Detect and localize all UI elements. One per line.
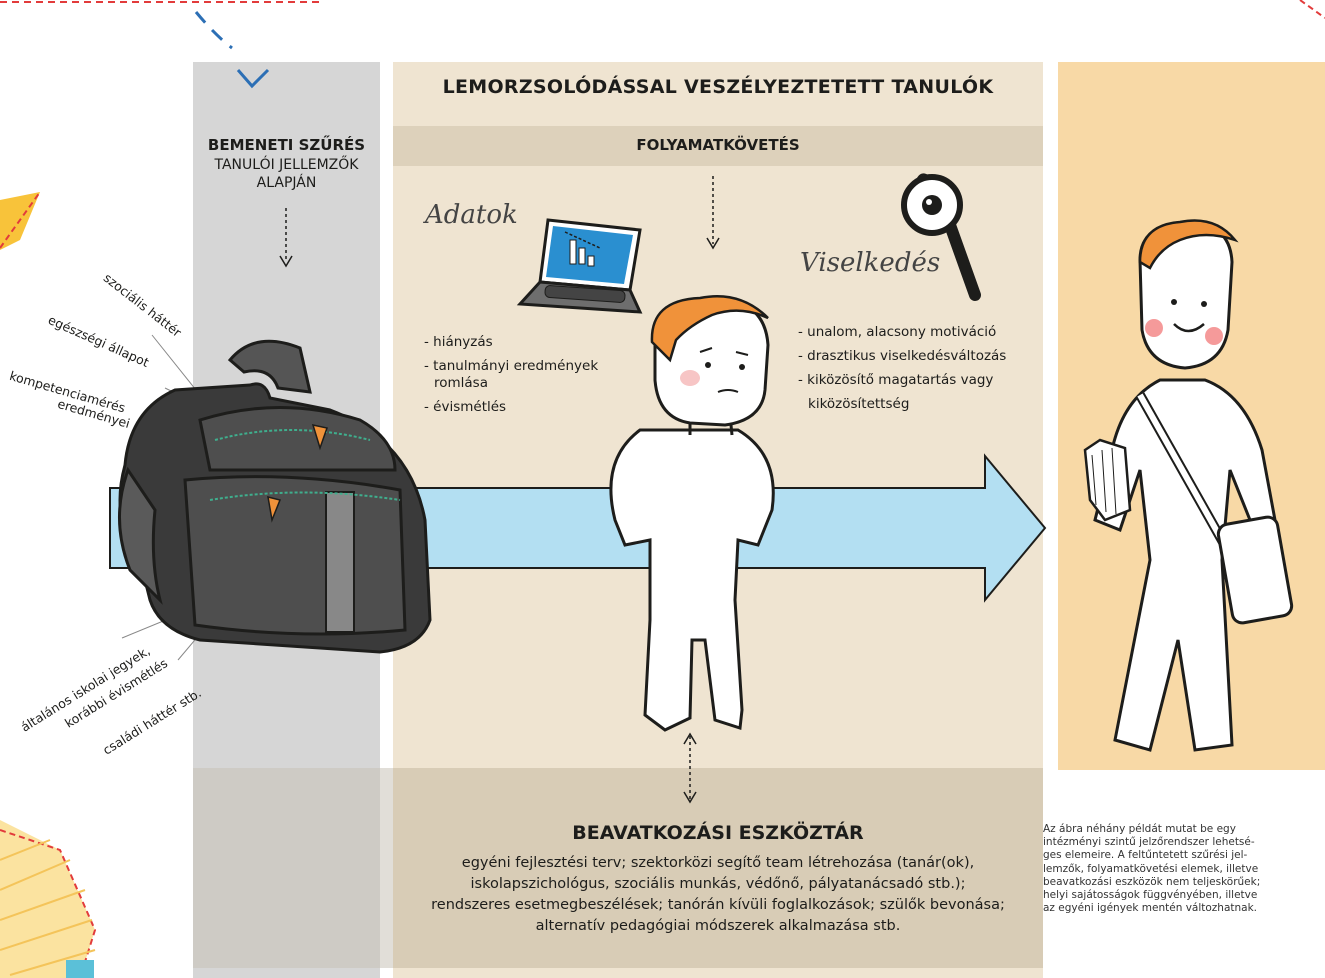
- yellow-edge-dash: [0, 191, 41, 249]
- worried-student-illustration: [609, 294, 775, 732]
- data-item: romlása: [434, 375, 488, 391]
- footnote-line: intézményi szintű jelzőrendszer lehetsé-: [1043, 836, 1255, 849]
- screening-dotted-arrow: [279, 208, 293, 268]
- intervention-line: rendszeres esetmegbeszélések; tanórán kí…: [431, 897, 1005, 913]
- yellow-hatched-shape: [0, 820, 97, 978]
- behavior-items-list: - unalom, alacsony motiváció - drasztiku…: [798, 324, 1043, 420]
- behavior-item: kiközösítettség: [808, 396, 910, 412]
- data-item: - hiányzás: [424, 334, 493, 350]
- monitoring-header-band: [393, 126, 1043, 166]
- behavior-label: Viselkedés: [800, 248, 941, 278]
- intervention-title: BEAVATKOZÁSI ESZKÖZTÁR: [572, 822, 864, 844]
- behavior-item: - unalom, alacsony motiváció: [798, 324, 997, 340]
- monitoring-title: FOLYAMATKÖVETÉS: [636, 136, 800, 154]
- happy-student-illustration: [1083, 219, 1294, 752]
- footnote-line: Az ábra néhány példát mutat be egy: [1043, 823, 1236, 835]
- laptop-icon: [516, 218, 643, 314]
- footnote-line: lemzők, folyamatkövetési elemek, illetve: [1043, 862, 1259, 875]
- screening-subtitle: TANULÓI JELLEMZŐK ALAPJÁN: [193, 156, 380, 192]
- monitoring-dotted-arrow: [706, 176, 720, 250]
- behavior-item: - drasztikus viselkedésváltozás: [798, 348, 1007, 364]
- top-right-dash: [1299, 0, 1325, 19]
- intervention-body: egyéni fejlesztési terv; szektorközi seg…: [393, 853, 1043, 937]
- intervention-band: [393, 768, 1043, 968]
- footnote-line: beavatkozási eszközök nem teljeskörűek;: [1043, 875, 1261, 888]
- data-items-list: - hiányzás - tanulmányi eredmények romlá…: [424, 334, 639, 423]
- curved-blue-arrow: [194, 11, 233, 50]
- screening-title: BEMENETI SZŰRÉS: [207, 136, 366, 154]
- data-item: - évismétlés: [424, 399, 507, 415]
- backpack-illustration: [117, 339, 432, 654]
- page-title: LEMORZSOLÓDÁSSAL VESZÉLYEZTETETT TANULÓK: [442, 76, 994, 98]
- data-label: Adatok: [425, 200, 518, 230]
- screening-subtitle-line1: TANULÓI JELLEMZŐK: [214, 157, 359, 173]
- intervention-line: iskolapszichológus, szociális munkás, vé…: [470, 876, 966, 892]
- footnote: Az ábra néhány példát mutat be egy intéz…: [1043, 823, 1323, 915]
- magnifying-glass-icon: [901, 173, 981, 301]
- behavior-item: - kiközösítő magatartás vagy: [798, 372, 994, 388]
- intervention-line: alternatív pedagógiai módszerek alkalmaz…: [535, 918, 901, 934]
- footnote-line: helyi sajátosságok függvényében, illetve: [1043, 889, 1258, 902]
- intervention-dotted-arrow: [683, 732, 697, 804]
- intervention-line: egyéni fejlesztési terv; szektorközi seg…: [461, 855, 975, 871]
- blue-arrowhead: [236, 68, 270, 89]
- footnote-line: ges elemeire. A feltűntetett szűrési jel…: [1043, 849, 1248, 862]
- teal-square: [66, 960, 94, 978]
- data-item: - tanulmányi eredmények: [424, 358, 599, 374]
- screening-subtitle-line2: ALAPJÁN: [256, 175, 317, 191]
- footnote-line: az egyéni igények mentén változhatnak.: [1043, 902, 1258, 915]
